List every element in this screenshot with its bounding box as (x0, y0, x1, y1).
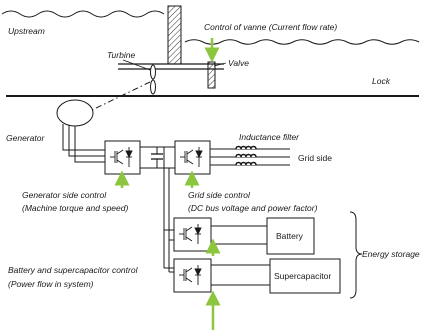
inductor-3 (235, 161, 257, 166)
generator-cable-1 (62, 124, 105, 151)
generator-side-converter (104, 140, 141, 175)
battery-converter (173, 217, 212, 252)
valve (207, 61, 216, 89)
label-battery: Battery (276, 231, 304, 241)
dam-wall (167, 5, 182, 65)
label-upstream: Upstream (8, 26, 45, 36)
label-battery-control-1: Battery and supercapacitor control (8, 265, 139, 275)
generator-cable-3 (74, 126, 105, 163)
label-grid-control-2: (DC bus voltage and power factor) (188, 203, 318, 213)
shaft (91, 81, 151, 111)
grid-side-converter (174, 140, 211, 175)
inductor-2 (235, 153, 257, 158)
label-battery-control-2: (Power flow in system) (8, 279, 94, 289)
label-gen-control-2: (Machine torque and speed) (22, 203, 128, 213)
turbine-blade-upper (150, 64, 156, 80)
upstream-water-line (1, 10, 165, 18)
igbt-symbol-grid (180, 147, 203, 167)
label-gen-control-1: Generator side control (22, 190, 107, 200)
label-inductance-filter: Inductance filter (239, 132, 300, 142)
label-lock: Lock (372, 76, 391, 86)
label-control-vanne: Control of vanne (Current flow rate) (204, 22, 337, 32)
label-generator: Generator (6, 133, 45, 143)
igbt-symbol-battery (179, 224, 202, 244)
label-grid-side: Grid side (298, 153, 332, 163)
energy-storage-bracket (349, 211, 363, 299)
turbine-blade-lower (150, 79, 156, 95)
generator-symbol (56, 99, 94, 127)
supercap-box (269, 258, 341, 294)
generator-cable-2 (68, 125, 105, 157)
igbt-symbol-supercap (179, 265, 202, 285)
lock-water-line (184, 39, 420, 45)
inductor-1 (235, 145, 257, 150)
label-supercapacitor: Supercapacitor (274, 271, 331, 281)
turbine-pointer (122, 59, 151, 71)
valve-pointer (213, 62, 227, 67)
supercap-converter (173, 258, 212, 293)
label-energy-storage: Energy storage (362, 249, 420, 259)
label-valve: Valve (228, 58, 249, 68)
label-turbine: Turbine (107, 50, 135, 60)
battery-box (266, 217, 315, 255)
label-grid-control-1: Grid side control (188, 190, 251, 200)
igbt-symbol-gen (110, 147, 133, 167)
